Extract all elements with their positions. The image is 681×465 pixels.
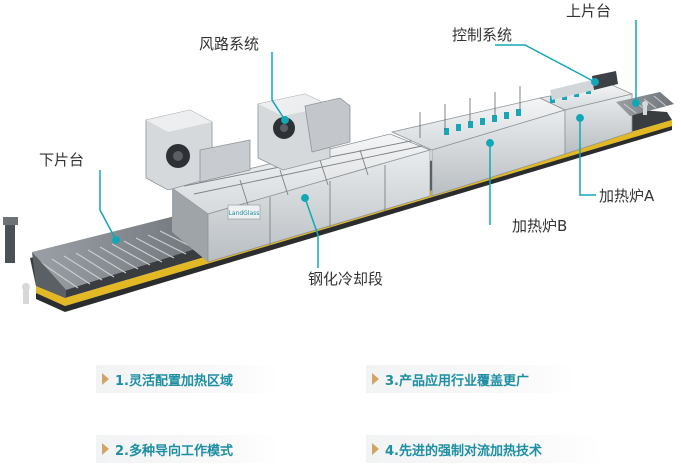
feature-text: 1.灵活配置加热区域 [115,373,233,389]
feature-text: 2.多种导向工作模式 [115,443,233,459]
heating-furnace-a [538,83,634,155]
triangle-bullet-icon [102,373,109,385]
unloading-table-rollers [32,216,214,298]
cooling-section: LandGlass [171,133,432,263]
label-loading-table: 上片台 [566,2,612,20]
label-unloading-table: 下片台 [39,151,85,169]
feature-item: 2.多种导向工作模式 [96,435,280,463]
operator-console [3,217,30,304]
label-heating-furnace-a: 加热炉A [599,187,655,205]
heating-furnace-b [390,86,567,197]
feature-item: 3.产品应用行业覆盖更广 [366,365,576,393]
wind-system-blowers [145,93,351,191]
feature-text: 3.产品应用行业覆盖更广 [385,373,529,389]
feature-item: 4.先进的强制对流加热技术 [366,435,602,463]
label-control-system: 控制系统 [452,26,513,44]
label-heating-furnace-b: 加热炉B [512,217,568,235]
triangle-bullet-icon [372,373,379,385]
label-wind-system: 风路系统 [199,35,260,53]
triangle-bullet-icon [102,443,109,455]
control-cabinet [550,71,618,100]
label-tempering-cooling: 钢化冷却段 [308,270,384,288]
loading-table [616,92,674,116]
callout-lines [99,20,640,268]
feature-item: 1.灵活配置加热区域 [96,365,280,393]
feature-text: 4.先进的强制对流加热技术 [385,443,542,459]
triangle-bullet-icon [372,443,379,455]
brand-mark: LandGlass [229,210,260,217]
